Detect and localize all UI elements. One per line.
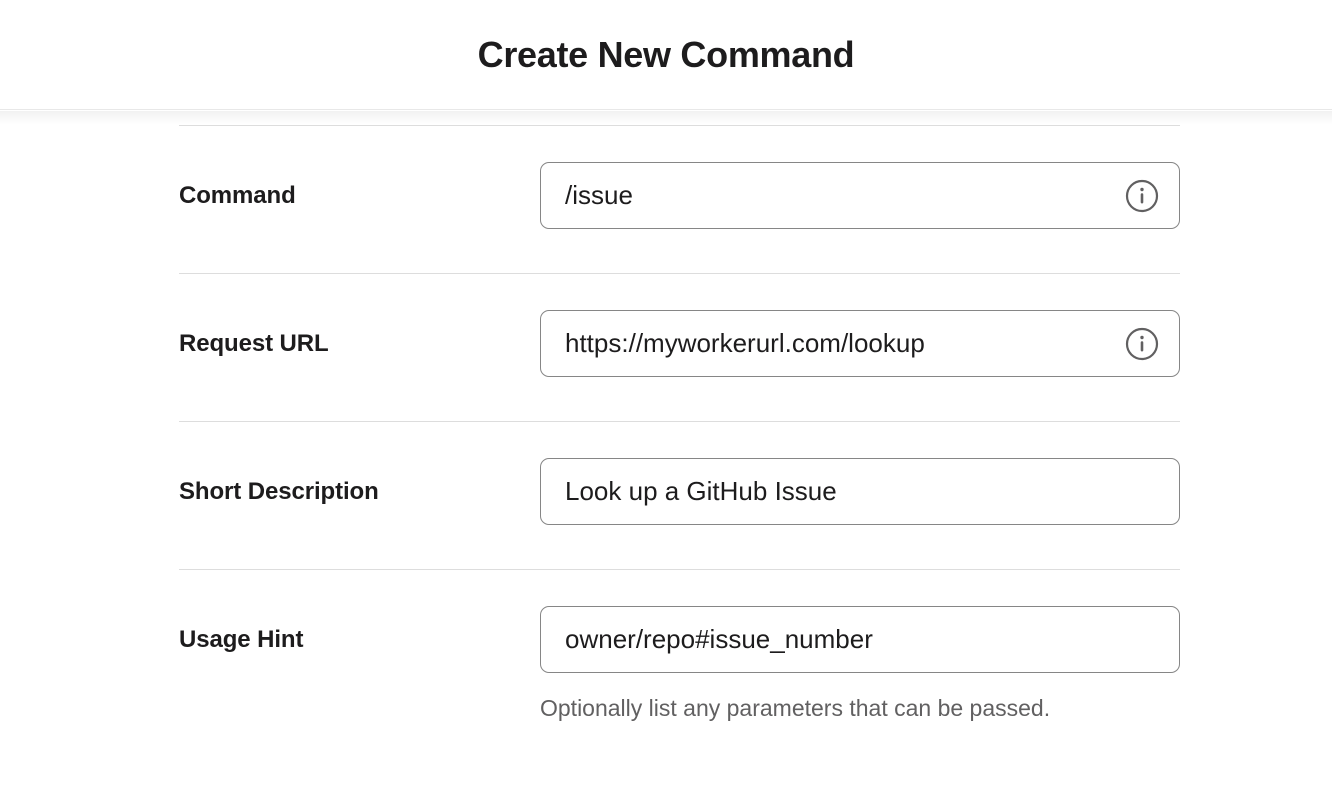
input-wrap-usage-hint: owner/repo#issue_number [540, 606, 1180, 673]
info-circle-icon[interactable] [1125, 327, 1159, 361]
field-row-short-description: Short Description Look up a GitHub Issue [179, 422, 1180, 569]
field-control-request-url: https://myworkerurl.com/lookup [540, 274, 1180, 377]
input-wrap-short-description: Look up a GitHub Issue [540, 458, 1180, 525]
page-header: Create New Command [0, 0, 1332, 110]
request-url-input[interactable]: https://myworkerurl.com/lookup [540, 310, 1180, 377]
field-row-usage-hint: Usage Hint owner/repo#issue_number Optio… [179, 570, 1180, 721]
field-label-command: Command [179, 182, 296, 209]
field-label-short-description: Short Description [179, 478, 379, 505]
info-circle-icon[interactable] [1125, 179, 1159, 213]
input-wrap-command: /issue [540, 162, 1180, 229]
field-control-short-description: Look up a GitHub Issue [540, 422, 1180, 525]
command-input[interactable]: /issue [540, 162, 1180, 229]
field-label-request-url: Request URL [179, 330, 329, 357]
command-form: Command /issue Request URL https://mywor… [179, 125, 1180, 721]
page-title: Create New Command [477, 33, 855, 75]
divider [179, 569, 1180, 570]
usage-hint-input[interactable]: owner/repo#issue_number [540, 606, 1180, 673]
short-description-input[interactable]: Look up a GitHub Issue [540, 458, 1180, 525]
divider [179, 273, 1180, 274]
input-wrap-request-url: https://myworkerurl.com/lookup [540, 310, 1180, 377]
field-control-usage-hint: owner/repo#issue_number Optionally list … [540, 570, 1180, 723]
divider [179, 125, 1180, 126]
field-label-usage-hint: Usage Hint [179, 626, 304, 653]
header-shadow [0, 111, 1332, 125]
field-control-command: /issue [540, 126, 1180, 229]
field-row-command: Command /issue [179, 126, 1180, 273]
field-row-request-url: Request URL https://myworkerurl.com/look… [179, 274, 1180, 421]
divider [179, 421, 1180, 422]
usage-hint-helper-text: Optionally list any parameters that can … [540, 695, 1051, 721]
